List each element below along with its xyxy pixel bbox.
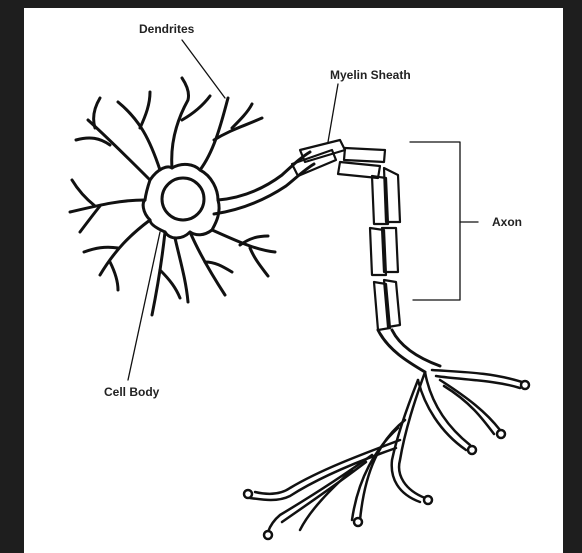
- diagram-frame: Dendrites Myelin Sheath Axon Cell Body: [24, 8, 563, 553]
- axon-terminals: [244, 370, 529, 539]
- label-myelin-sheath: Myelin Sheath: [330, 68, 411, 82]
- terminal-bouton: [468, 446, 476, 454]
- terminal-bouton: [264, 531, 272, 539]
- neuron-diagram: [24, 8, 563, 553]
- label-axon: Axon: [492, 215, 522, 229]
- terminal-bouton: [497, 430, 505, 438]
- leader-lines: [128, 40, 478, 380]
- label-dendrites: Dendrites: [139, 22, 194, 36]
- terminal-bouton: [244, 490, 252, 498]
- terminal-bouton: [424, 496, 432, 504]
- axon-bracket: [410, 142, 460, 300]
- cell-body: [143, 164, 219, 238]
- nucleus: [162, 178, 204, 220]
- terminal-bouton: [521, 381, 529, 389]
- axon-shaft: [378, 330, 440, 372]
- terminal-bouton: [354, 518, 362, 526]
- myelin-leader: [328, 84, 338, 142]
- label-cell-body: Cell Body: [104, 385, 159, 399]
- dendrites: [70, 78, 275, 315]
